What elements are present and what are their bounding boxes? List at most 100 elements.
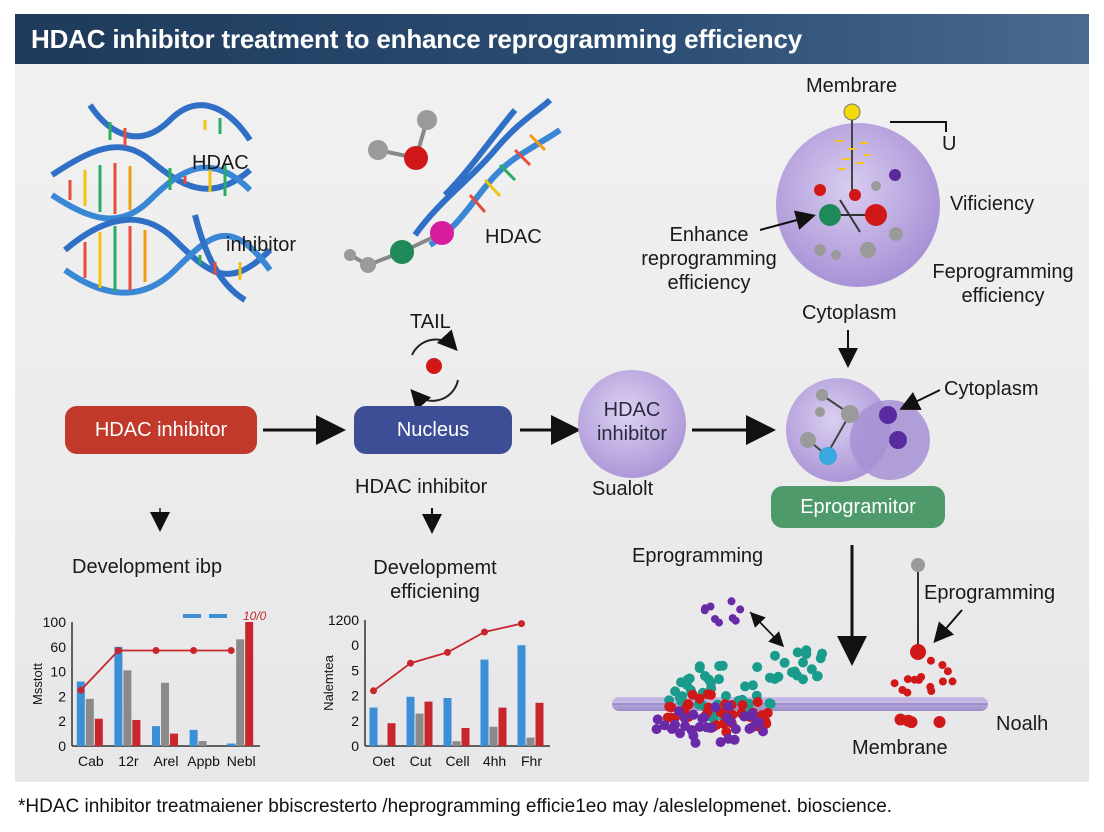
particle: [700, 606, 709, 615]
nucleus-box: Nucleus: [354, 406, 512, 454]
particle: [806, 664, 817, 675]
bar: [236, 639, 245, 746]
x-tick-label: 4hh: [483, 753, 506, 769]
bar: [526, 737, 535, 746]
label-feprogramming-2: efficiency: [961, 285, 1045, 307]
x-tick-label: 12r: [118, 753, 139, 769]
x-tick-label: Nebl: [227, 753, 256, 769]
particle: [910, 675, 919, 684]
bar: [114, 646, 123, 746]
cell-illustration: [759, 103, 947, 287]
label-feprogramming: Feprogramming efficiency: [914, 260, 1092, 308]
y-tick-label: 0: [351, 738, 359, 754]
particle: [789, 666, 800, 677]
bar: [452, 741, 461, 746]
label-development-mid-1: Developmemt: [373, 557, 497, 579]
particle: [812, 671, 822, 682]
hdac-inhibitor-box: HDAC inhibitor: [65, 406, 257, 454]
particle: [723, 701, 734, 712]
hdac-inhibitor-circle-label: HDAC inhibitor: [582, 398, 682, 446]
bar: [94, 718, 103, 746]
particle: [894, 713, 907, 726]
y-tick-label: 100: [43, 614, 67, 630]
particle: [714, 661, 725, 671]
y-tick-label: 2: [58, 688, 66, 704]
y-tick-label: 5: [351, 662, 359, 678]
label-feprogramming-1: Feprogramming: [932, 261, 1074, 283]
label-vificiency: Vificiency: [950, 193, 1035, 215]
label-cytoplasm-right: Cytoplasm: [944, 378, 1039, 400]
label-membrare: Membrare: [806, 75, 898, 97]
bar: [76, 681, 85, 746]
particle: [745, 710, 756, 721]
trend-line: [80, 649, 232, 691]
particle: [770, 650, 780, 661]
double-cell-illustration: [786, 378, 941, 482]
trend-point: [114, 647, 122, 655]
bar: [498, 707, 507, 746]
label-eprogramming-left: Eprogramming: [632, 545, 764, 567]
particle: [938, 661, 947, 669]
trend-point: [370, 687, 377, 695]
particle: [943, 667, 952, 676]
trend-point: [444, 648, 451, 656]
particle: [740, 681, 751, 692]
particle: [948, 677, 957, 686]
particle: [764, 672, 775, 683]
particle: [684, 673, 695, 684]
tail-cycle-icon: [410, 329, 459, 411]
label-membrane: Membrane: [852, 737, 948, 759]
particle: [686, 725, 697, 736]
particle: [727, 597, 736, 606]
bar: [489, 726, 498, 746]
label-cytoplasm-top: Cytoplasm: [802, 302, 897, 324]
bar: [443, 698, 452, 746]
particle: [705, 689, 716, 700]
particle: [926, 656, 935, 665]
y-tick-label: 0: [351, 637, 359, 653]
particle: [710, 702, 721, 713]
particle: [725, 716, 736, 727]
label-sualolt: Sualolt: [592, 478, 654, 500]
label-development-mid-2: efficiening: [390, 581, 480, 603]
x-tick-label: Fhr: [521, 753, 542, 769]
particle: [890, 679, 899, 688]
bar: [480, 659, 489, 746]
trend-point: [407, 659, 414, 667]
x-tick-label: Cab: [78, 753, 104, 769]
particle: [701, 722, 712, 733]
particle: [728, 614, 737, 623]
label-enhance: Enhance reprogramming efficiency: [624, 223, 794, 295]
label-development-mid: Developmemt efficiening: [350, 556, 520, 604]
y-tick-label: 2: [351, 688, 359, 704]
particle: [730, 724, 741, 735]
y-tick-label: 10: [50, 664, 66, 680]
particle: [694, 722, 705, 732]
particle: [694, 661, 705, 672]
bar: [415, 713, 424, 746]
particle: [927, 687, 936, 695]
label-hdac-top: HDAC: [192, 152, 249, 174]
bar: [424, 701, 433, 746]
particle: [905, 716, 918, 729]
particle: [903, 675, 912, 684]
particle: [779, 657, 790, 668]
bar: [132, 719, 141, 746]
trend-point: [227, 647, 235, 655]
particle: [706, 602, 715, 611]
particle: [664, 701, 675, 712]
circle-label-2: inhibitor: [596, 423, 668, 445]
particle: [752, 697, 763, 707]
particle: [752, 662, 763, 673]
trend-point: [190, 647, 198, 655]
dna-helix-icon: [50, 102, 273, 303]
y-axis-label: Nalemtea: [321, 654, 336, 710]
dna-molecule-icon: [344, 97, 562, 273]
x-tick-label: Arel: [154, 753, 179, 769]
x-tick-label: Cell: [445, 753, 469, 769]
x-tick-label: Cut: [410, 753, 432, 769]
particle: [679, 712, 690, 723]
label-u: U: [942, 133, 957, 155]
footnote: *HDAC inhibitor treatmaiener bbiscrester…: [18, 796, 893, 817]
